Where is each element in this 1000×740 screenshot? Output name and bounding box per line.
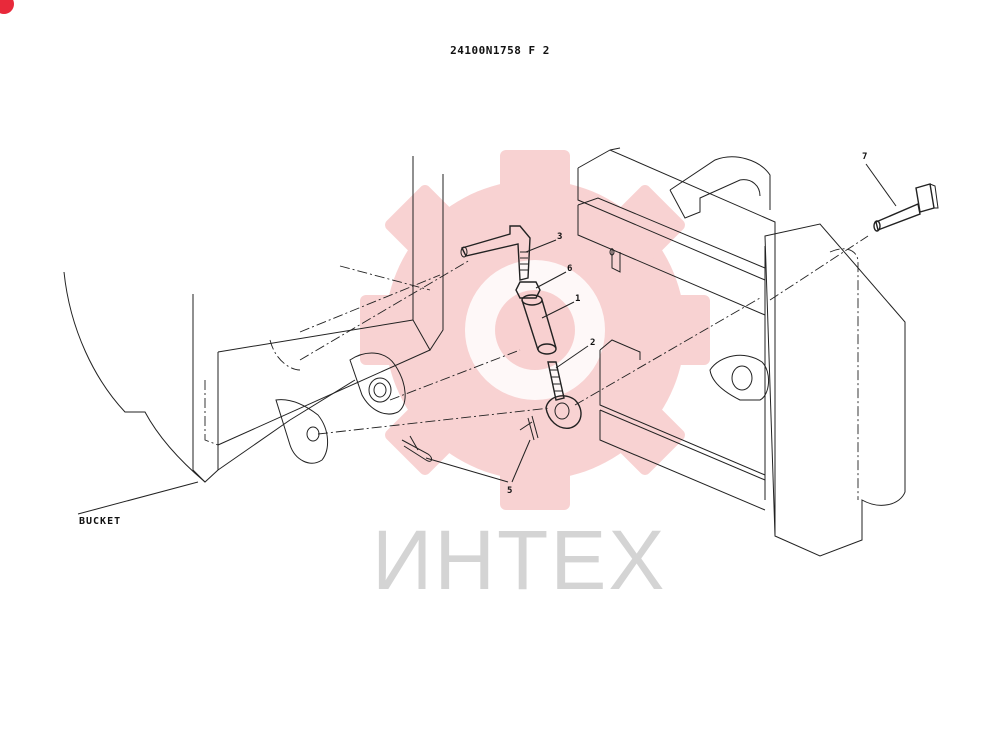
callout-7: 7 bbox=[862, 152, 868, 162]
quick-coupler bbox=[577, 147, 906, 557]
rod-end-eye bbox=[545, 395, 582, 429]
part-5-cotter-pins bbox=[401, 415, 539, 462]
part-6-nut bbox=[515, 281, 541, 299]
part-7-pin bbox=[873, 183, 939, 232]
watermark-text: ИНТЕХ bbox=[372, 513, 667, 607]
part-1-sleeve bbox=[521, 294, 557, 355]
callout-1: 1 bbox=[575, 294, 581, 304]
leader-lines bbox=[77, 163, 897, 515]
bucket-label: BUCKET bbox=[79, 516, 122, 527]
callout-5: 5 bbox=[507, 486, 513, 496]
bucket-outline bbox=[63, 156, 444, 483]
part-2-bolt bbox=[547, 361, 565, 401]
corner-badge-icon bbox=[0, 0, 14, 14]
alignment-lines bbox=[299, 235, 869, 435]
callout-3: 3 bbox=[557, 232, 563, 242]
callout-2: 2 bbox=[590, 338, 596, 348]
callout-6: 6 bbox=[567, 264, 573, 274]
part-3-pin bbox=[460, 225, 531, 281]
drawing-code: 24100N1758 F 2 bbox=[450, 44, 550, 57]
